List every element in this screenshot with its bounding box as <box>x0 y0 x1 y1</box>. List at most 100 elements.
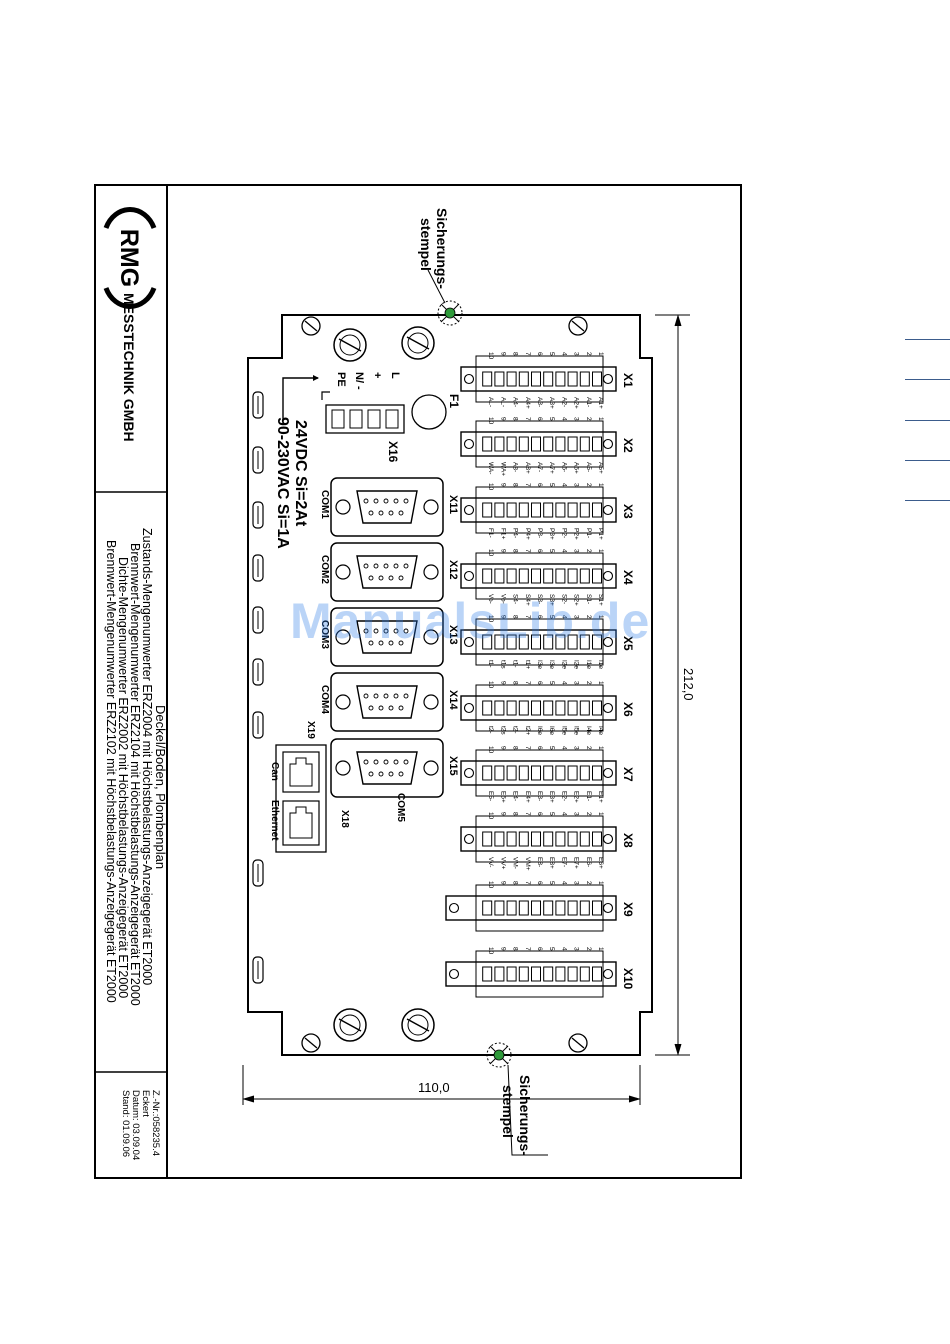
seal-label-bottom-1: Sicherungs- <box>517 1075 533 1156</box>
watermark: ManualsLib.de <box>290 593 651 649</box>
pin-number: 9 <box>499 681 506 685</box>
pin-number: 3 <box>573 746 580 750</box>
terminal-block-id: X8 <box>621 833 635 848</box>
pin-signal: A6+ <box>573 462 580 474</box>
pin-number: 9 <box>499 352 506 356</box>
pin-signal: E1+ <box>597 791 604 803</box>
pin-number: 6 <box>536 812 543 816</box>
pin-number: 3 <box>573 417 580 421</box>
pin-signal: A2- <box>560 397 567 407</box>
pin-signal: t1s <box>499 660 506 669</box>
seal-label-top-2: stempel <box>418 218 434 271</box>
pin-number: 7 <box>524 352 531 356</box>
pin-number: 10 <box>487 947 494 955</box>
page-marker-4 <box>905 460 950 461</box>
pin-signal: I5e <box>560 726 567 735</box>
pin-number: 3 <box>573 549 580 553</box>
pin-signal: A4+ <box>524 397 531 409</box>
pin-number: 10 <box>487 812 494 820</box>
pin-number: 2 <box>585 881 592 885</box>
pin-signal: A8+ <box>524 462 531 474</box>
power-pin-plus: + <box>371 372 383 378</box>
pin-signal: t2+ <box>524 726 531 735</box>
screw-bottom-right <box>568 1033 588 1053</box>
com-port-label: COM3 <box>319 620 330 649</box>
pin-signal: I4e <box>597 726 604 735</box>
pin-number: 7 <box>524 947 531 951</box>
terminal-block-id: X3 <box>621 504 635 519</box>
dimension-height-label: 212,0 <box>681 668 696 701</box>
pin-signal: P2- <box>560 528 567 538</box>
pin-signal: E5+ <box>499 791 506 803</box>
pin-number: 8 <box>512 615 519 619</box>
pin-number: 5 <box>548 549 555 553</box>
pin-number: 10 <box>487 549 494 557</box>
pin-number: 6 <box>536 746 543 750</box>
pin-number: 4 <box>560 483 567 487</box>
pin-number: 6 <box>536 881 543 885</box>
pin-number: 8 <box>512 417 519 421</box>
title-line-5: Brennwert-Mengenumwerter ERZ2102 mit Höc… <box>104 540 118 1003</box>
pin-signal: S1+ <box>597 594 604 606</box>
network-section: X19 X18 Can Ethernet <box>269 721 350 853</box>
pin-signal: E5- <box>487 791 494 801</box>
dimension-width-label: 110,0 <box>418 1080 450 1095</box>
pin-number: 1 <box>597 881 604 885</box>
pin-number: 8 <box>512 352 519 356</box>
pin-number: 2 <box>585 812 592 816</box>
pin-signal: I2e <box>573 660 580 669</box>
pin-signal: S3+ <box>548 594 555 606</box>
mounting-slots <box>252 391 264 984</box>
pin-number: 10 <box>487 881 494 889</box>
company-name: MESSTECHNIK GMBH <box>121 293 137 442</box>
pin-signal: AL- <box>487 397 494 407</box>
pin-signal: P1+ <box>597 528 604 540</box>
logo-text: RMG <box>115 229 143 287</box>
pin-number: 3 <box>573 681 580 685</box>
pin-signal: AL- <box>499 397 506 407</box>
pin-signal: P4- <box>512 528 519 538</box>
pin-signal: A3+ <box>548 397 555 409</box>
pin-number: 7 <box>524 483 531 487</box>
seal-label-bottom-2: stempel <box>500 1085 516 1138</box>
pin-signal: t2- <box>512 726 519 734</box>
seal-top <box>437 300 463 326</box>
pin-signal: E7- <box>560 857 567 867</box>
pin-number: 9 <box>499 417 506 421</box>
pin-signal: A1+ <box>597 397 604 409</box>
pin-number: 6 <box>536 615 543 619</box>
pin-number: 1 <box>597 352 604 356</box>
drawn-by: Eckert <box>140 1090 151 1117</box>
pin-signal: E1- <box>585 791 592 801</box>
power-pin-pe: PE <box>335 372 347 387</box>
terminal-block-id: X7 <box>621 767 635 782</box>
pin-signal: E3- <box>536 791 543 801</box>
pin-number: 1 <box>597 812 604 816</box>
pin-number: 10 <box>487 483 494 491</box>
pin-number: 9 <box>499 483 506 487</box>
pin-signal: t1- <box>512 660 519 668</box>
pin-number: 7 <box>524 417 531 421</box>
pin-number: 7 <box>524 681 531 685</box>
pin-number: 8 <box>512 483 519 487</box>
pin-number: 5 <box>548 483 555 487</box>
com-port-id: X14 <box>447 690 459 710</box>
pin-number: 3 <box>573 352 580 356</box>
screw-top-right <box>568 316 588 336</box>
pin-number: 5 <box>548 812 555 816</box>
can-port <box>282 751 320 793</box>
pin-signal: E4+ <box>524 791 531 803</box>
mount-screw-bottom-1 <box>333 1008 367 1042</box>
pin-signal: E2- <box>560 791 567 801</box>
terminal-block-id: X1 <box>621 373 635 388</box>
screw-bottom-left <box>301 1033 321 1053</box>
terminal-block-x3: 1P1+2P1-3P2+4P2-5P3+6P3-7P4+8P4-9F1+10F1… <box>460 483 635 540</box>
pin-signal: t2- <box>487 726 494 734</box>
pin-number: 7 <box>524 881 531 885</box>
pin-number: 5 <box>548 746 555 750</box>
pin-number: 9 <box>499 746 506 750</box>
seal-leader-top <box>427 269 446 304</box>
terminal-blocks: 1A1+2A1-3A2+4A2-5A3+6A3-7A4+8A4-9AL-10AL… <box>445 352 635 998</box>
page-marker-1 <box>905 339 950 340</box>
